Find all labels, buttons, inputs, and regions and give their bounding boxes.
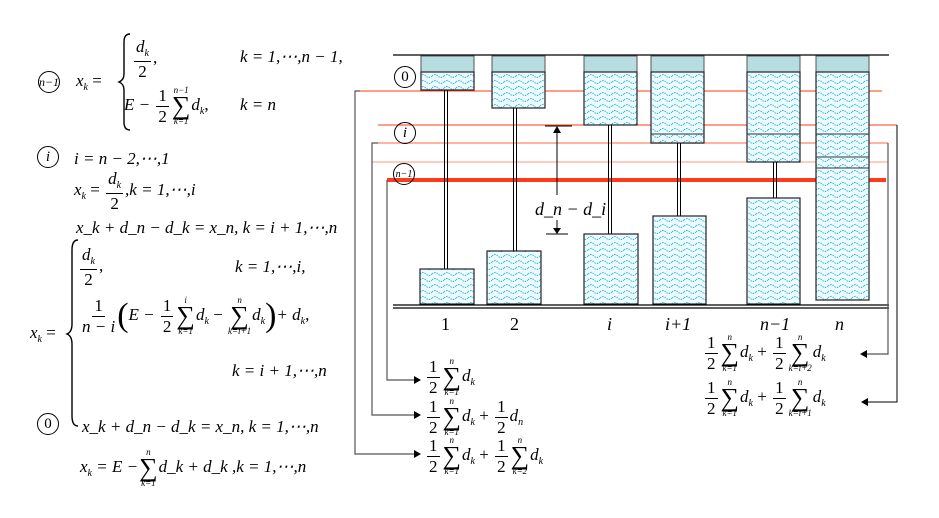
arrow-right-icon bbox=[414, 450, 421, 458]
step-marker-i: i bbox=[37, 146, 59, 168]
column-label-i: i bbox=[607, 314, 613, 334]
connector-left-0 bbox=[354, 90, 414, 455]
column-label-n-minus-1: n−1 bbox=[760, 314, 791, 334]
step-i-line3: x_k + d_n − d_k = x_n, k = i + 1,⋯,n bbox=[76, 218, 338, 237]
lhs-var: x bbox=[76, 71, 84, 90]
connector-left-i bbox=[371, 142, 414, 416]
connector-right-2 bbox=[868, 125, 898, 403]
step-i-piece1-cond: k = 1,⋯,i, bbox=[235, 257, 306, 276]
column-label-2: 2 bbox=[510, 314, 519, 334]
vessel-water-6 bbox=[815, 71, 870, 301]
arrow-left-icon bbox=[861, 398, 868, 406]
bottom-container-1 bbox=[419, 268, 475, 305]
equals: = bbox=[92, 71, 102, 90]
step-marker-0: 0 bbox=[37, 413, 59, 435]
vessel-cap-6 bbox=[815, 55, 870, 73]
vessel-cap-2 bbox=[491, 55, 546, 73]
column-label-i-plus-1: i+1 bbox=[665, 314, 692, 334]
vessel-water-1 bbox=[420, 71, 475, 91]
level-marker-n-minus-1: n−1 bbox=[393, 163, 415, 185]
bottom-container-4 bbox=[652, 215, 707, 305]
dim-arrow-up-icon bbox=[553, 126, 561, 133]
brace-icon bbox=[117, 33, 131, 131]
arrow-right-icon bbox=[414, 376, 421, 384]
arrow-left-icon bbox=[860, 350, 867, 358]
bottom-container-3 bbox=[583, 233, 639, 305]
connector-left-n1 bbox=[386, 180, 414, 381]
level-marker-0: 0 bbox=[394, 66, 416, 88]
vessel-water-4 bbox=[650, 71, 705, 144]
step-i-line1: i = n − 2,⋯,1 bbox=[74, 149, 170, 168]
step-marker-n-minus-1: n−1 bbox=[38, 71, 60, 93]
dimension-label: d_n − d_i bbox=[535, 199, 607, 219]
step-n1-lhs: xk = bbox=[76, 72, 102, 93]
vessel-cap-3 bbox=[583, 55, 638, 73]
brace-icon bbox=[65, 239, 79, 427]
arrow-right-icon bbox=[414, 411, 421, 419]
step-i-piece-lhs: xk = bbox=[30, 323, 56, 345]
connector-right-1 bbox=[867, 143, 889, 355]
bottom-container-5 bbox=[746, 197, 801, 305]
step-0-line1: x_k + d_n − d_k = x_n, k = 1,⋯,n bbox=[82, 417, 319, 436]
vessel-water-5 bbox=[746, 71, 801, 163]
step-n1-case1-cond: k = 1,⋯,n − 1, bbox=[240, 47, 343, 66]
vessel-cap-5 bbox=[746, 55, 801, 73]
step-i-piece2-cond: k = i + 1,⋯,n bbox=[232, 361, 327, 380]
column-label-1: 1 bbox=[441, 314, 450, 334]
vessel-cap-4 bbox=[650, 55, 705, 73]
column-label-n: n bbox=[835, 314, 844, 334]
step-n1-case2-cond: k = n bbox=[240, 95, 277, 114]
bottom-container-2 bbox=[486, 250, 542, 305]
vessel-water-3 bbox=[583, 71, 638, 126]
lhs-sub: k bbox=[83, 82, 88, 93]
dim-arrow-down-icon bbox=[553, 228, 561, 234]
vessel-water-2 bbox=[491, 71, 546, 109]
level-marker-i: i bbox=[394, 122, 416, 144]
vessel-cap-1 bbox=[420, 55, 475, 73]
